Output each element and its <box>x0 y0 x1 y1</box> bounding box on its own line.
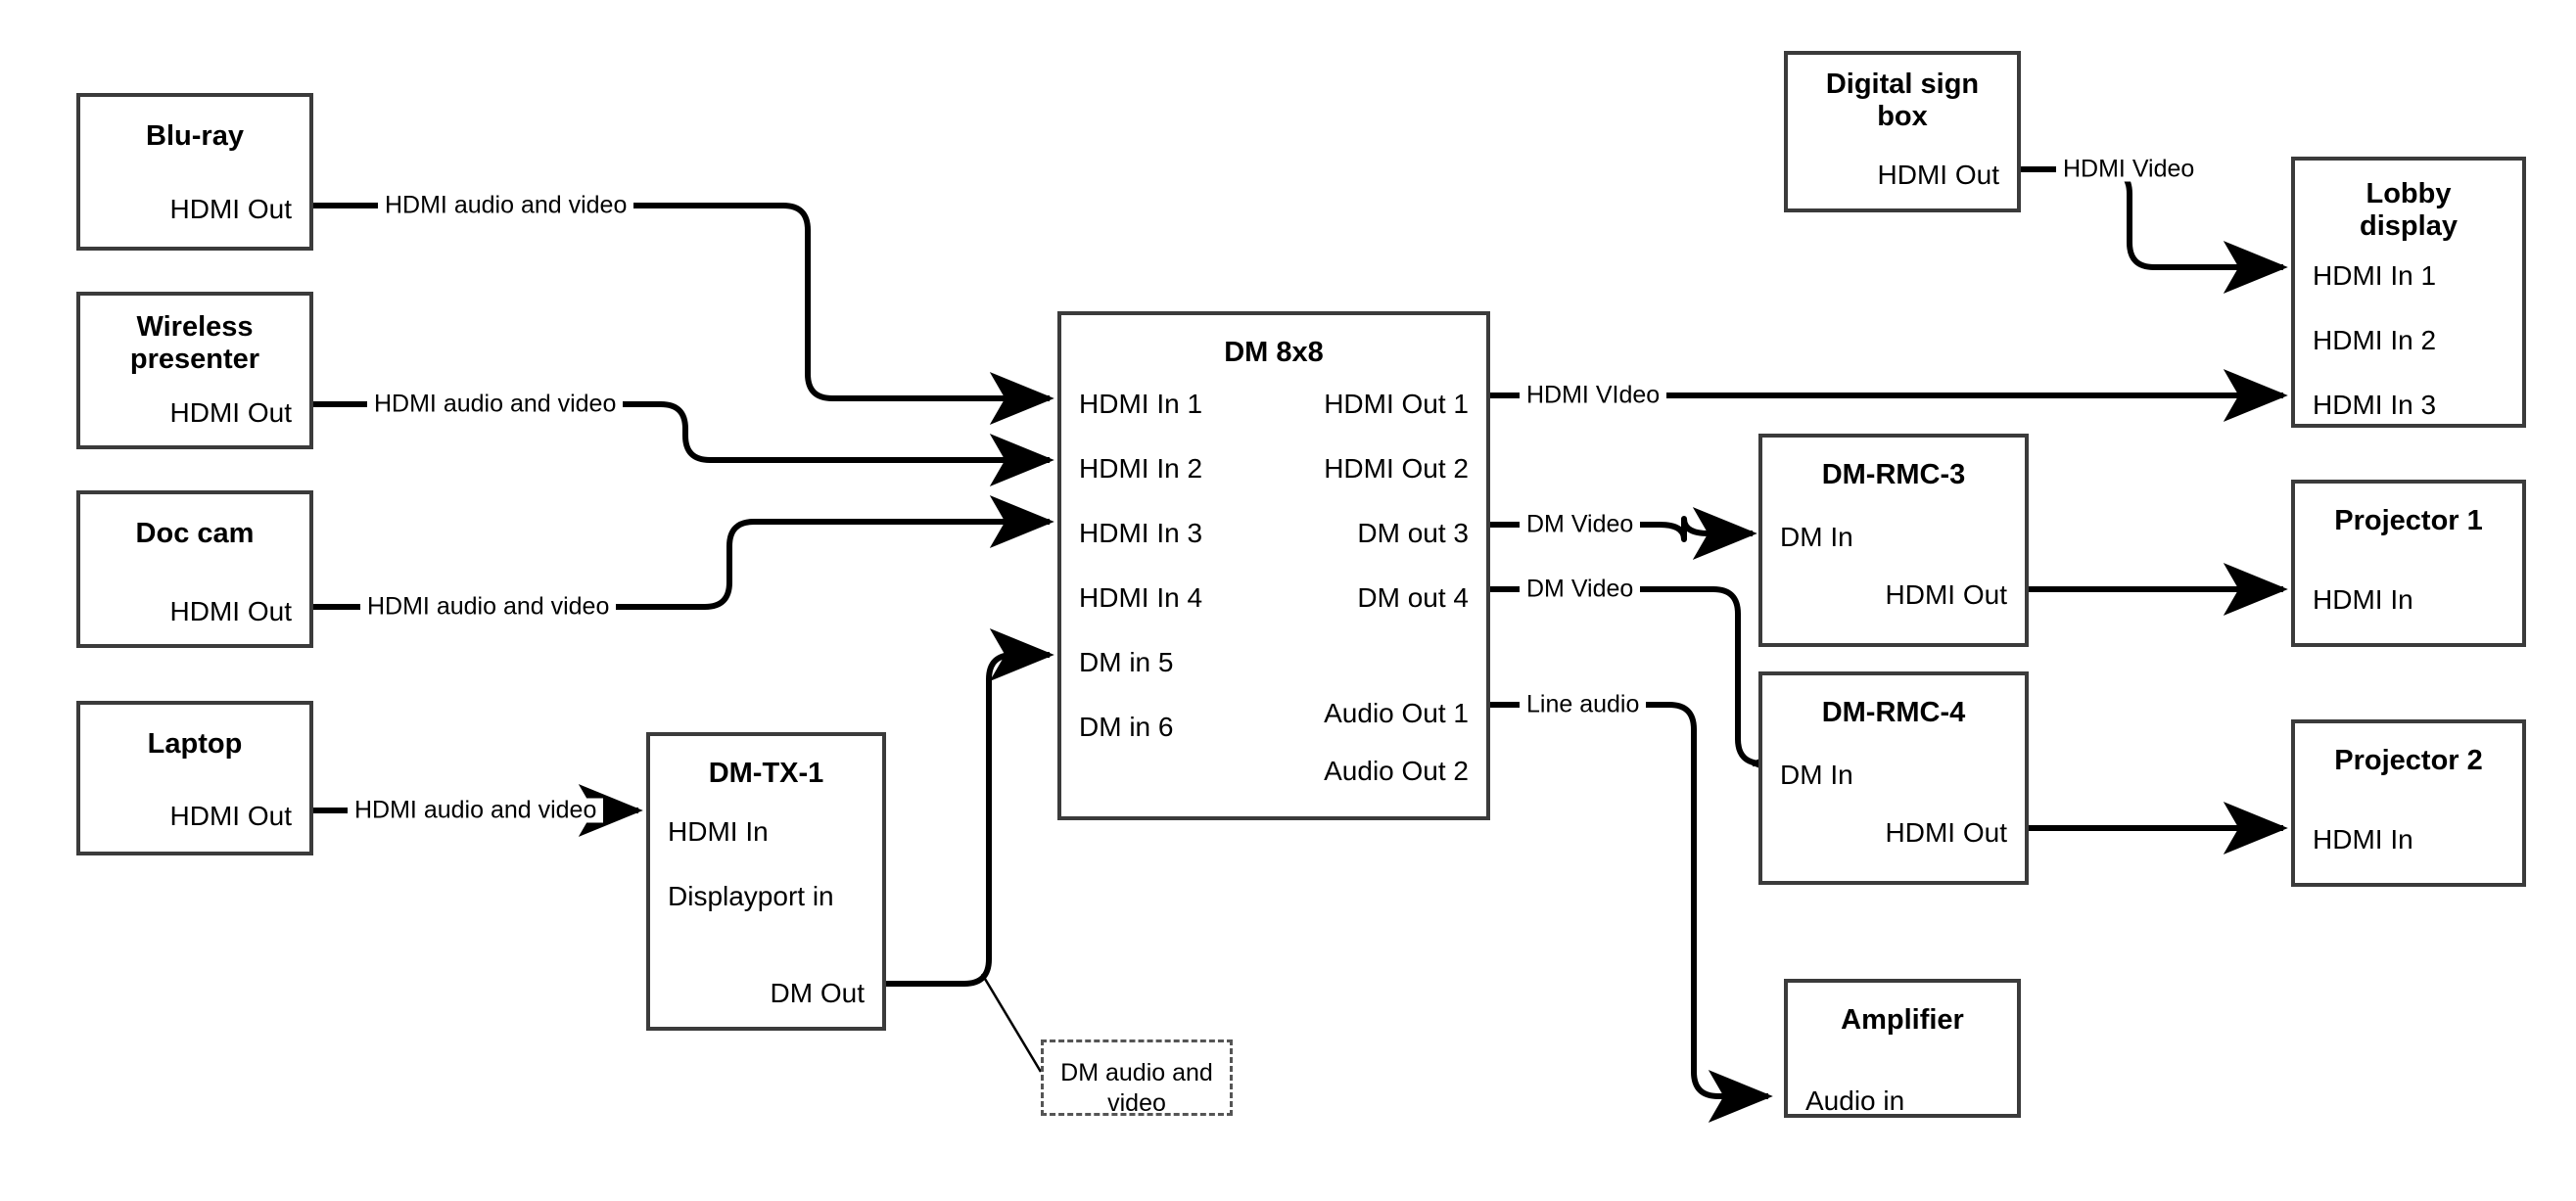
node-bluray[interactable]: Blu-ray HDMI Out <box>76 93 313 251</box>
note-dm-audio-and-video: DM audio and video <box>1041 1039 1233 1118</box>
note-line-1: DM audio and <box>1060 1059 1213 1086</box>
dm-8x8-input-hdmi-in-3: HDMI In 3 <box>1079 518 1203 548</box>
dm-8x8-input-dm-in-6: DM in 6 <box>1079 712 1174 742</box>
dm-8x8-input-hdmi-in-1: HDMI In 1 <box>1079 389 1203 419</box>
lobby-display-title-line1: Lobby <box>2365 178 2452 209</box>
dm-rmc-3-title: DM-RMC-3 <box>1821 459 1966 490</box>
amplifier-title: Amplifier <box>1841 1004 1964 1036</box>
node-laptop[interactable]: Laptop HDMI Out <box>76 701 313 855</box>
dm-8x8-output-dm-out-4: DM out 4 <box>1357 582 1469 613</box>
edge-label-bluray-to-dm8x8: HDMI audio and video <box>378 193 634 218</box>
lobby-display-input-hdmi-in-3: HDMI In 3 <box>2313 390 2437 420</box>
dm-8x8-output-dm-out-3: DM out 3 <box>1357 518 1469 548</box>
laptop-port-hdmi-out: HDMI Out <box>169 801 292 831</box>
dm-rmc-3-port-dm-in: DM In <box>1780 522 1853 552</box>
node-wireless-presenter[interactable]: Wireless presenter HDMI Out <box>76 292 313 449</box>
dm-tx-1-title: DM-TX-1 <box>708 758 824 789</box>
edge-label-sign-to-lobby: HDMI Video <box>2056 157 2202 182</box>
lobby-display-input-hdmi-in-2: HDMI In 2 <box>2313 325 2437 355</box>
edge-label-dm8x8-dm-out-3: DM Video <box>1520 512 1641 537</box>
wire-sign-to-lobby <box>2021 166 2288 294</box>
node-projector-2[interactable]: Projector 2 HDMI In <box>2291 719 2526 887</box>
dm-rmc-3-port-hdmi-out: HDMI Out <box>1885 579 2007 610</box>
wireless-presenter-title-line2: presenter <box>129 344 260 375</box>
node-projector-1[interactable]: Projector 1 HDMI In <box>2291 480 2526 647</box>
dm-tx-1-port-hdmi-in: HDMI In <box>668 816 769 847</box>
digital-sign-box-title-line1: Digital sign <box>1825 69 1980 100</box>
projector-1-title: Projector 1 <box>2334 505 2483 536</box>
projector-2-port-hdmi-in: HDMI In <box>2313 824 2413 855</box>
doc-cam-port-hdmi-out: HDMI Out <box>169 596 292 626</box>
lobby-display-input-hdmi-in-1: HDMI In 1 <box>2313 260 2437 291</box>
node-doc-cam[interactable]: Doc cam HDMI Out <box>76 490 313 648</box>
digital-sign-box-port-hdmi-out: HDMI Out <box>1877 160 1999 190</box>
wire-dm8x8-audioout1-to-amplifier <box>1490 702 1773 1123</box>
node-amplifier[interactable]: Amplifier Audio in <box>1784 979 2021 1118</box>
digital-sign-box-title-line2: box <box>1877 101 1928 132</box>
projector-2-title: Projector 2 <box>2334 745 2483 776</box>
wire-bluray-to-dm8x8 <box>313 203 1054 425</box>
bluray-title: Blu-ray <box>146 120 244 152</box>
wireless-presenter-title-line1: Wireless <box>136 311 254 343</box>
node-digital-sign-box[interactable]: Digital sign box HDMI Out <box>1784 51 2021 212</box>
edge-label-laptop-to-dmtx1: HDMI audio and video <box>348 798 604 823</box>
dm-8x8-output-hdmi-out-1: HDMI Out 1 <box>1324 389 1469 419</box>
doc-cam-title: Doc cam <box>135 518 255 549</box>
dm-8x8-title: DM 8x8 <box>1224 337 1324 368</box>
wireless-presenter-port-hdmi-out: HDMI Out <box>169 397 292 428</box>
node-dm-tx-1[interactable]: DM-TX-1 HDMI In Displayport in DM Out <box>646 732 886 1031</box>
dm-8x8-input-dm-in-5: DM in 5 <box>1079 647 1174 677</box>
dm-tx-1-port-dm-out: DM Out <box>770 978 865 1008</box>
dm-rmc-4-port-hdmi-out: HDMI Out <box>1885 817 2007 848</box>
wire-dmtx1-to-dm8x8 <box>886 628 1054 987</box>
note-line-2: video <box>1107 1089 1166 1118</box>
dm-8x8-output-audio-out-1: Audio Out 1 <box>1324 698 1469 728</box>
lobby-display-title-line2: display <box>2360 210 2458 242</box>
amplifier-port-audio-in: Audio in <box>1805 1086 1905 1116</box>
dm-8x8-output-hdmi-out-2: HDMI Out 2 <box>1324 453 1469 484</box>
edge-label-dm8x8-hdmi-out-1: HDMI VIdeo <box>1520 383 1667 408</box>
dm-rmc-4-title: DM-RMC-4 <box>1821 697 1966 728</box>
node-dm-8x8[interactable]: DM 8x8 HDMI In 1 HDMI In 2 HDMI In 3 HDM… <box>1057 311 1490 820</box>
edge-label-dm8x8-dm-out-4: DM Video <box>1520 577 1641 602</box>
wire-dm8x8-dmout4-to-rmc4 <box>1490 586 1813 790</box>
bluray-port-hdmi-out: HDMI Out <box>169 194 292 224</box>
node-dm-rmc-4[interactable]: DM-RMC-4 DM In HDMI Out <box>1758 671 2029 885</box>
wire-note-leader <box>980 973 1043 1073</box>
dm-8x8-input-hdmi-in-4: HDMI In 4 <box>1079 582 1203 613</box>
dm-rmc-4-port-dm-in: DM In <box>1780 760 1853 790</box>
edge-label-dm8x8-audio-out-1: Line audio <box>1520 692 1647 717</box>
node-dm-rmc-3[interactable]: DM-RMC-3 DM In HDMI Out <box>1758 434 2029 647</box>
dm-tx-1-port-displayport-in: Displayport in <box>668 881 834 911</box>
node-lobby-display[interactable]: Lobby display HDMI In 1 HDMI In 2 HDMI I… <box>2291 157 2526 428</box>
laptop-title: Laptop <box>147 728 243 760</box>
projector-1-port-hdmi-in: HDMI In <box>2313 584 2413 615</box>
edge-label-doccam-to-dm8x8: HDMI audio and video <box>360 594 617 620</box>
edge-label-wireless-to-dm8x8: HDMI audio and video <box>367 392 624 417</box>
dm-8x8-input-hdmi-in-2: HDMI In 2 <box>1079 453 1203 484</box>
dm-8x8-output-audio-out-2: Audio Out 2 <box>1324 756 1469 786</box>
